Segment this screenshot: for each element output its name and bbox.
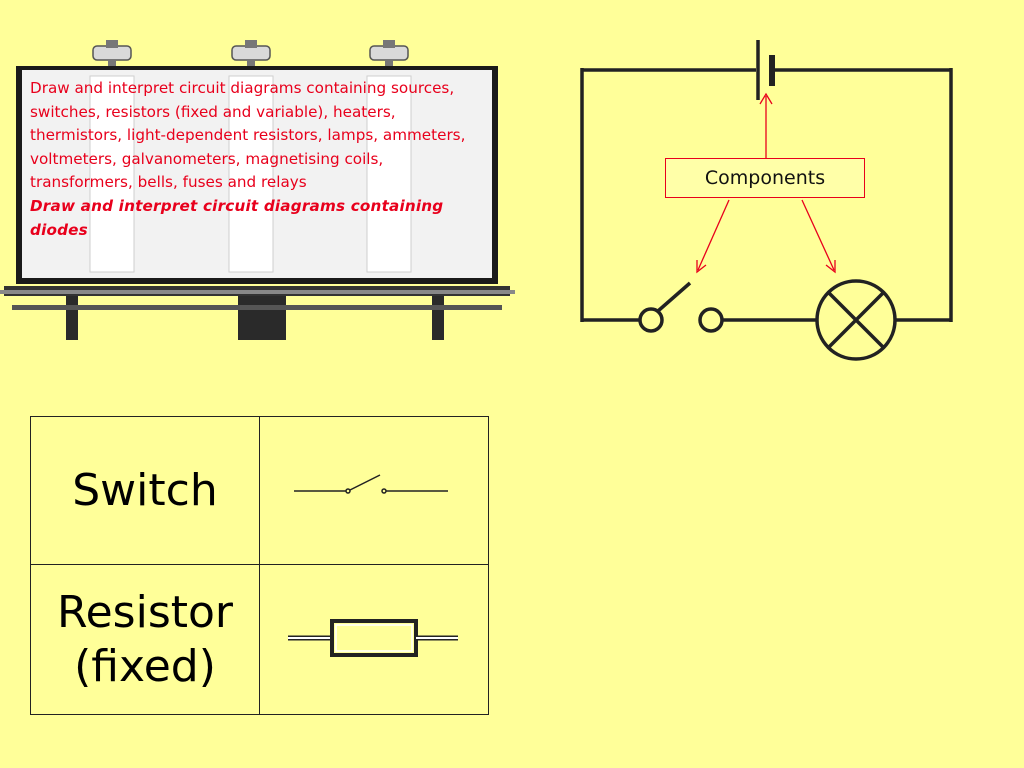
billboard-graphic	[0, 40, 515, 340]
table-row: Resistor (fixed)	[30, 564, 489, 715]
switch-symbol	[294, 474, 448, 494]
symbol-name-cell: Switch	[30, 416, 260, 565]
switch-symbol-circuit	[638, 281, 724, 333]
circuit-diagram	[580, 40, 953, 361]
resistor-name: Resistor (fixed)	[57, 586, 233, 692]
syllabus-extra-text: Draw and interpret circuit diagrams cont…	[30, 196, 444, 239]
switch-name: Switch	[72, 464, 218, 516]
symbol-table: Switch Resistor (fixed)	[30, 416, 489, 715]
component-arrows	[696, 92, 836, 274]
symbol-image-cell	[259, 564, 489, 715]
symbol-image-cell	[259, 416, 489, 565]
components-label: Components	[665, 158, 865, 198]
billboard-text: Draw and interpret circuit diagrams cont…	[30, 77, 488, 242]
lamp-symbol	[815, 279, 897, 361]
resistor-symbol	[288, 619, 458, 657]
symbol-name-cell: Resistor (fixed)	[30, 564, 260, 715]
cell-symbol	[756, 40, 775, 100]
billboard: Draw and interpret circuit diagrams cont…	[0, 40, 515, 345]
table-row: Switch	[30, 416, 489, 565]
syllabus-main-text: Draw and interpret circuit diagrams cont…	[30, 79, 466, 192]
circuit-wires	[580, 68, 953, 322]
